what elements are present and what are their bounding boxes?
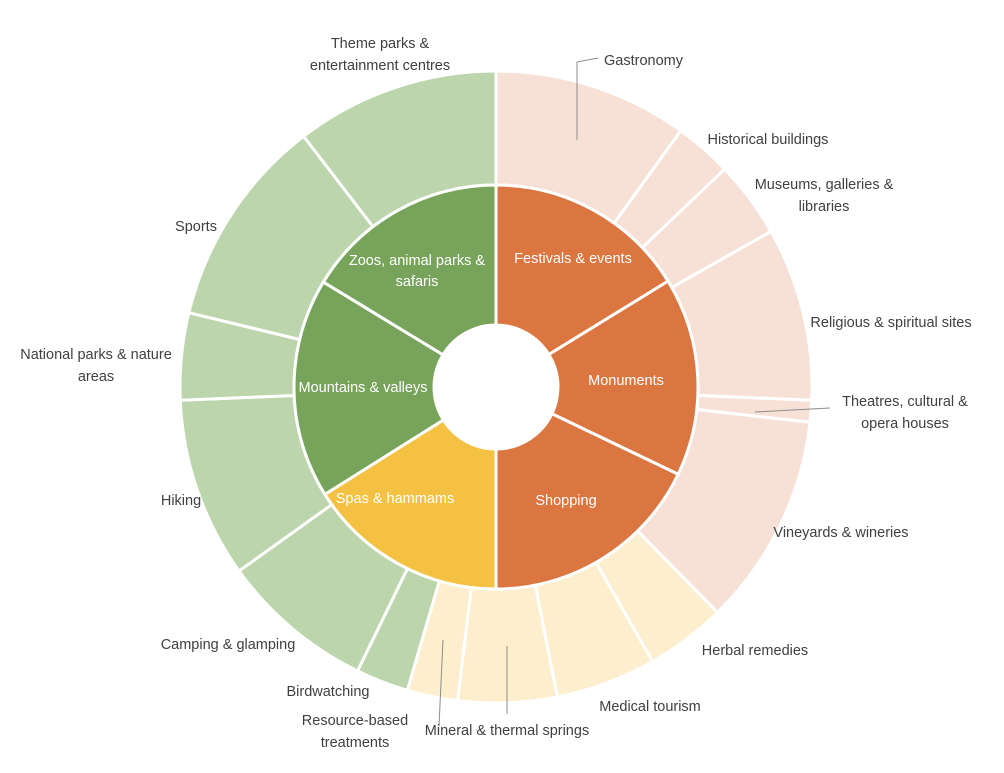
outer-label-historical-buildings: Historical buildings xyxy=(708,132,829,148)
inner-label-festivals-events: Festivals & events xyxy=(514,251,632,267)
outer-label-herbal-remedies: Herbal remedies xyxy=(702,643,808,659)
inner-segment-spas-hammams[interactable] xyxy=(322,417,498,591)
outer-label-vineyards-wineries: Vineyards & wineries xyxy=(773,525,908,541)
leader-line-resource-based xyxy=(438,639,444,727)
inner-label-zoos-animal-parks-safaris: Zoos, animal parks &safaris xyxy=(349,253,486,290)
outer-label-theatres-cultural-opera-houses: Theatres, cultural &opera houses xyxy=(842,394,968,432)
outer-label-mineral-thermal-springs: Mineral & thermal springs xyxy=(425,723,589,739)
outer-label-medical-tourism: Medical tourism xyxy=(599,699,701,715)
inner-segment-festivals-events[interactable] xyxy=(494,183,671,357)
outer-label-sports: Sports xyxy=(175,219,217,235)
inner-label-spas-hammams: Spas & hammams xyxy=(336,491,454,507)
inner-label-monuments: Monuments xyxy=(588,373,664,389)
outer-label-hiking: Hiking xyxy=(161,493,201,509)
inner-segment-mountains-valleys[interactable] xyxy=(292,279,446,497)
leader-line-theatres xyxy=(754,407,831,413)
leader-line-gastronomy xyxy=(576,57,599,140)
inner-segment-monuments[interactable] xyxy=(546,279,700,477)
outer-label-gastronomy: Gastronomy xyxy=(604,53,684,69)
outer-label-religious-spiritual-sites: Religious & spiritual sites xyxy=(810,315,971,331)
inner-segment-shopping[interactable] xyxy=(494,411,681,591)
outer-label-theme-parks-entertainment-centres: Theme parks &entertainment centres xyxy=(310,36,450,74)
outer-label-museums-galleries-libraries: Museums, galleries &libraries xyxy=(755,177,894,215)
inner-label-mountains-valleys: Mountains & valleys xyxy=(299,380,428,396)
outer-label-birdwatching: Birdwatching xyxy=(286,684,369,700)
outer-label-camping-glamping: Camping & glamping xyxy=(161,637,296,653)
inner-segment-zoos-animal-parks-safaris[interactable] xyxy=(321,183,498,357)
inner-label-shopping: Shopping xyxy=(535,493,596,509)
